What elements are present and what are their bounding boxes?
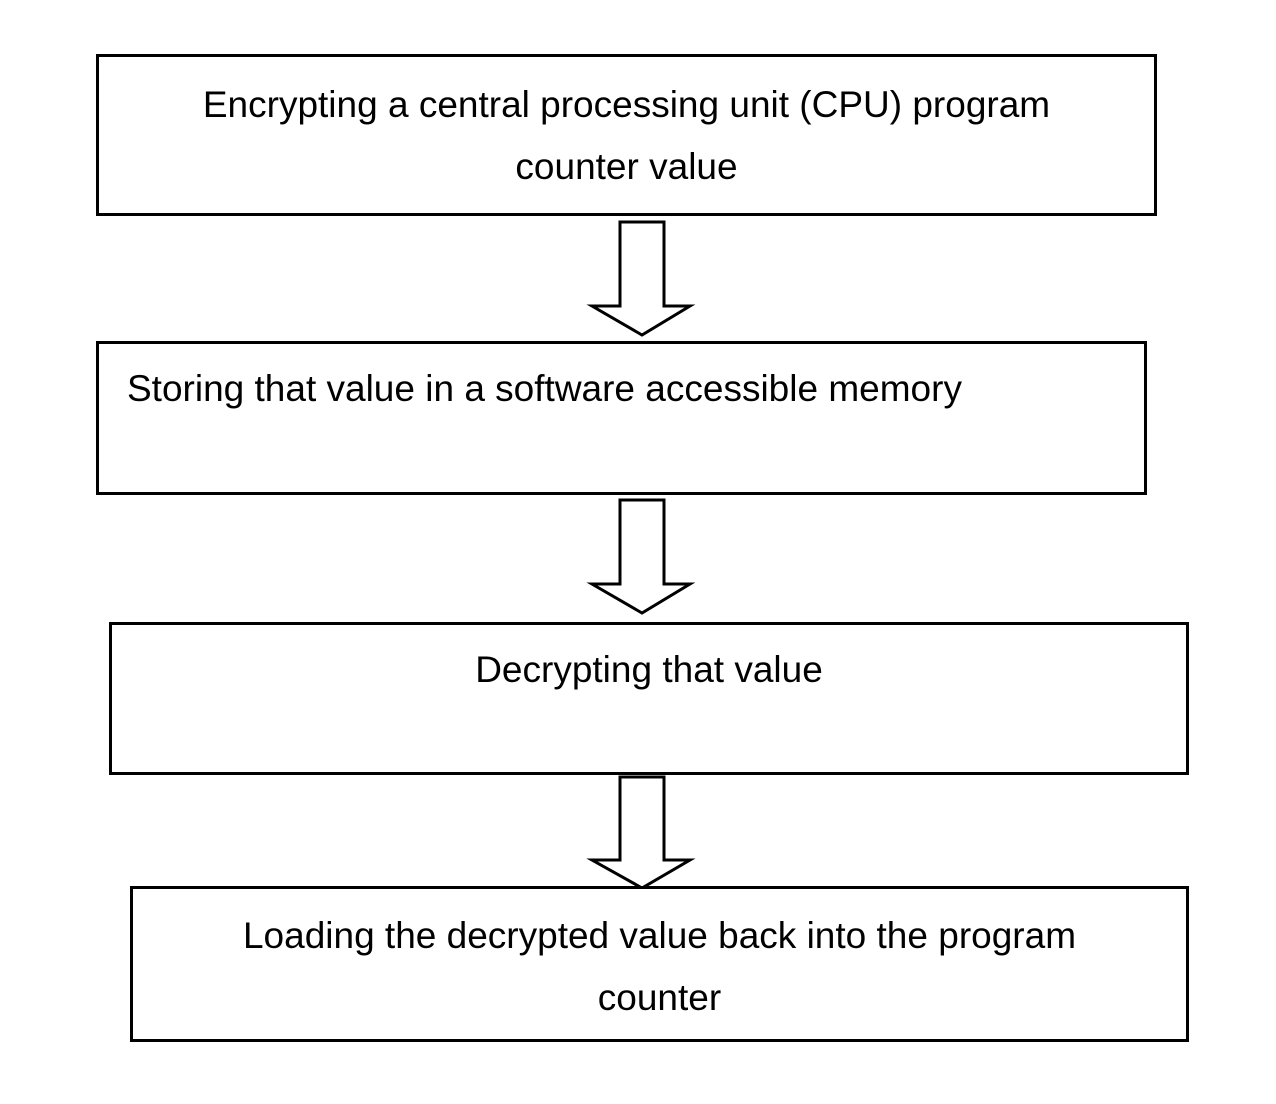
step-line: Loading the decrypted value back into th…	[133, 905, 1186, 967]
down-arrow-icon	[588, 497, 694, 615]
step-text-load: Loading the decrypted value back into th…	[133, 905, 1186, 1029]
step-line: Storing that value in a software accessi…	[127, 358, 962, 420]
step-line: counter value	[99, 136, 1154, 198]
step-box-decrypt: Decrypting that value	[109, 622, 1189, 775]
step-text-encrypt: Encrypting a central processing unit (CP…	[99, 74, 1154, 198]
step-line: counter	[133, 967, 1186, 1029]
down-arrow-icon	[588, 774, 694, 890]
step-text-store: Storing that value in a software accessi…	[127, 358, 962, 420]
step-box-encrypt: Encrypting a central processing unit (CP…	[96, 54, 1157, 216]
step-box-load: Loading the decrypted value back into th…	[130, 886, 1189, 1042]
down-arrow-icon	[588, 219, 694, 337]
step-text-decrypt: Decrypting that value	[112, 639, 1186, 701]
step-line: Encrypting a central processing unit (CP…	[99, 74, 1154, 136]
step-line: Decrypting that value	[112, 639, 1186, 701]
step-box-store: Storing that value in a software accessi…	[96, 341, 1147, 495]
